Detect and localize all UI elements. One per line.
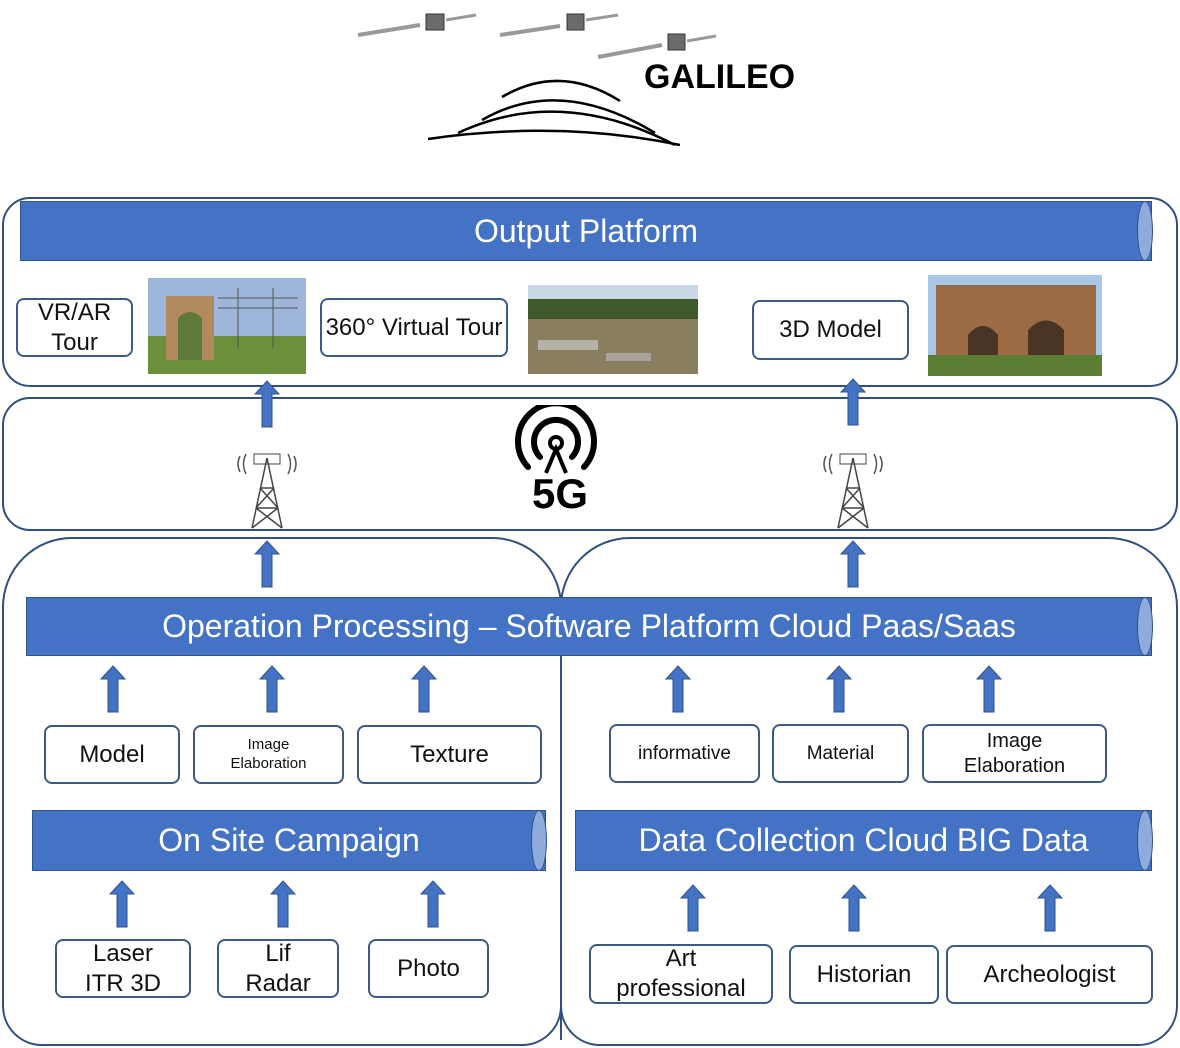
up-arrow-icon (411, 665, 437, 713)
ruins-field-photo (528, 285, 698, 374)
up-arrow-icon (259, 665, 285, 713)
laser-itr-label: Laser ITR 3D (84, 939, 161, 997)
cylinder-cap (1137, 810, 1153, 871)
archeologist-box: Archeologist (946, 945, 1153, 1004)
cylinder-cap (1137, 201, 1153, 261)
on-site-campaign-title: On Site Campaign (158, 822, 420, 858)
historian-label: Historian (816, 960, 912, 988)
up-arrow-icon (420, 880, 446, 928)
laser-itr-box: Laser ITR 3D (55, 939, 191, 998)
galileo-header (350, 5, 810, 190)
texture-box: Texture (357, 725, 542, 784)
vr-ar-tour-label: VR/AR Tour (37, 298, 112, 356)
art-professional-label: Art professional (616, 945, 746, 1002)
photo-box: Photo (368, 939, 489, 998)
model-box: Model (44, 725, 180, 784)
informative-label: informative (638, 742, 731, 764)
up-arrow-icon (1037, 884, 1063, 932)
cylinder-cap (531, 810, 547, 871)
output-platform-bar: Output Platform (20, 201, 1153, 261)
operation-processing-bar: Operation Processing – Software Platform… (26, 597, 1153, 656)
satellite-1 (357, 13, 477, 37)
lif-radar-label: Lif Radar (245, 939, 311, 997)
material-label: Material (806, 742, 875, 764)
texture-label: Texture (410, 740, 489, 768)
up-arrow-icon (826, 665, 852, 713)
satellites-icon (357, 13, 717, 147)
lif-radar-box: Lif Radar (217, 939, 339, 998)
data-collection-bar: Data Collection Cloud BIG Data (575, 810, 1153, 871)
roman-arch-photo (148, 278, 306, 374)
up-arrow-icon (976, 665, 1002, 713)
operation-processing-title: Operation Processing – Software Platform… (162, 608, 1016, 644)
satellite-3 (597, 33, 717, 59)
3d-model-label: 3D Model (779, 316, 882, 343)
image-elaboration-left-box: Image Elaboration (193, 725, 344, 784)
signal-waves-icon (427, 79, 681, 147)
up-arrow-icon (270, 880, 296, 928)
360-virtual-tour-box: 360° Virtual Tour (320, 298, 508, 357)
galileo-label: GALILEO (644, 58, 796, 96)
up-arrow-icon (254, 540, 280, 588)
material-box: Material (772, 724, 909, 783)
photo-label: Photo (397, 954, 460, 982)
up-arrow-icon (254, 380, 280, 428)
palatine-ruins-photo (928, 275, 1102, 376)
5g-signal-icon (508, 405, 604, 517)
cylinder-cap (1137, 597, 1153, 656)
5g-label: 5G (531, 470, 589, 517)
up-arrow-icon (841, 884, 867, 932)
up-arrow-icon (109, 880, 135, 928)
archeologist-label: Archeologist (983, 960, 1116, 988)
image-elaboration-right-box: Image Elaboration (922, 724, 1107, 783)
3d-model-box: 3D Model (752, 300, 909, 360)
up-arrow-icon (680, 884, 706, 932)
antenna-tower-left-icon (232, 444, 302, 530)
vr-ar-tour-box: VR/AR Tour (16, 298, 133, 357)
360-virtual-tour-label: 360° Virtual Tour (325, 313, 503, 341)
on-site-campaign-bar: On Site Campaign (32, 810, 547, 871)
satellite-2 (499, 13, 619, 37)
image-elaboration-left-label: Image Elaboration (230, 735, 307, 772)
historian-box: Historian (789, 945, 939, 1004)
up-arrow-icon (840, 540, 866, 588)
up-arrow-icon (840, 378, 866, 426)
antenna-tower-right-icon (818, 444, 888, 530)
image-elaboration-right-label: Image Elaboration (963, 729, 1066, 777)
model-label: Model (79, 740, 145, 768)
up-arrow-icon (100, 665, 126, 713)
up-arrow-icon (665, 665, 691, 713)
data-collection-title: Data Collection Cloud BIG Data (638, 822, 1089, 858)
output-platform-title: Output Platform (473, 212, 699, 249)
informative-box: informative (609, 724, 760, 783)
panel-divider (560, 600, 562, 1040)
art-professional-box: Art professional (589, 944, 773, 1004)
